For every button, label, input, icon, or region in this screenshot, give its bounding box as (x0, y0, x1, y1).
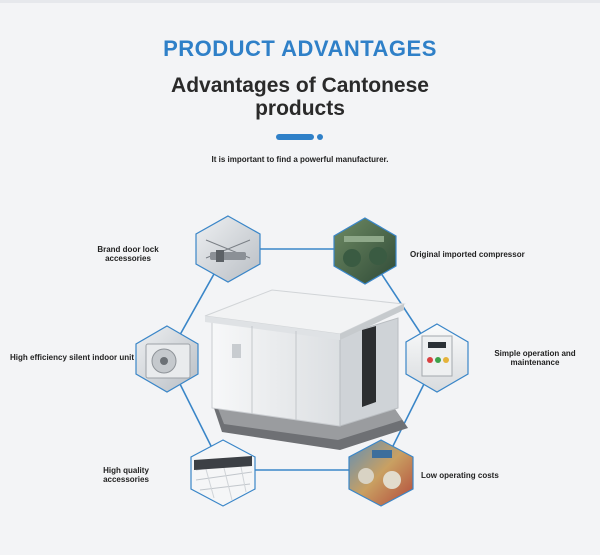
feature-label-accessories: High quality accessories (103, 466, 149, 484)
feature-label-operation: Simple operation and maintenance (494, 349, 576, 367)
page-subtitle: Advantages of Cantonese products (171, 74, 429, 120)
cold-room-illustration (204, 289, 408, 450)
feature-label-compressor: Original imported compressor (410, 250, 525, 259)
compressor-photo (333, 217, 397, 285)
intro-text: It is important to find a powerful manuf… (211, 155, 389, 164)
feature-label-indoor-unit: High efficiency silent indoor unit (10, 353, 135, 362)
door-lock-photo (195, 215, 261, 283)
control-box-photo (405, 323, 469, 393)
title-divider (276, 134, 314, 140)
title-divider-dot (317, 134, 323, 140)
factory-parts-photo (348, 439, 414, 507)
feature-label-operating-costs: Low operating costs (421, 471, 499, 480)
section-title: PRODUCT ADVANTAGES (163, 36, 437, 61)
indoor-unit-photo (135, 325, 199, 393)
feature-label-door-lock: Brand door lock accessories (97, 245, 159, 263)
top-border (0, 0, 600, 3)
panel-accessory-photo (190, 439, 256, 507)
